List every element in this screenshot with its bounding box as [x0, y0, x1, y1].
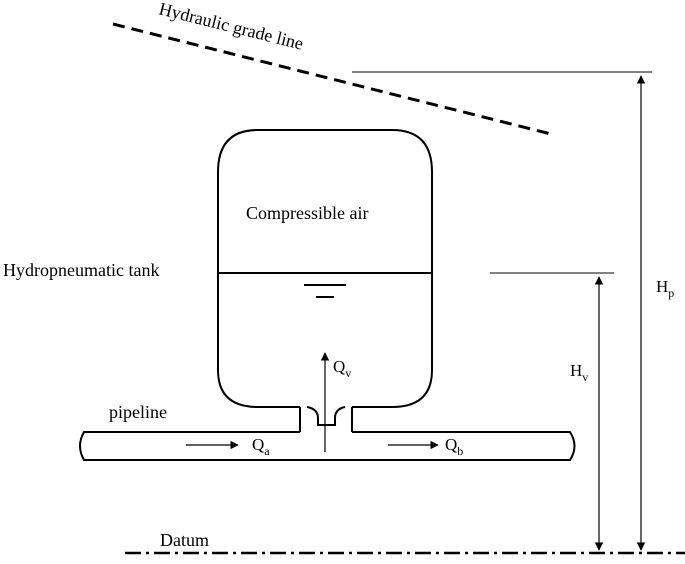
qa-label: Qa: [252, 435, 270, 458]
compressible-air-label: Compressible air: [246, 203, 368, 223]
hydropneumatic-tank: [217, 129, 433, 408]
hydraulic-grade-line: [112, 22, 556, 137]
tank-neck: [299, 406, 353, 432]
qb-label: Qb: [445, 435, 463, 458]
hv-label: Hv: [570, 361, 588, 384]
hydropneumatic-tank-label: Hydropneumatic tank: [3, 260, 159, 280]
hp-label: Hp: [656, 277, 674, 300]
pipeline: [79, 431, 576, 461]
hydraulic-grade-line-label: Hydraulic grade line: [157, 0, 305, 54]
pipeline-label: pipeline: [109, 402, 167, 422]
datum-label: Datum: [160, 530, 209, 550]
qv-label: Qv: [333, 357, 351, 380]
